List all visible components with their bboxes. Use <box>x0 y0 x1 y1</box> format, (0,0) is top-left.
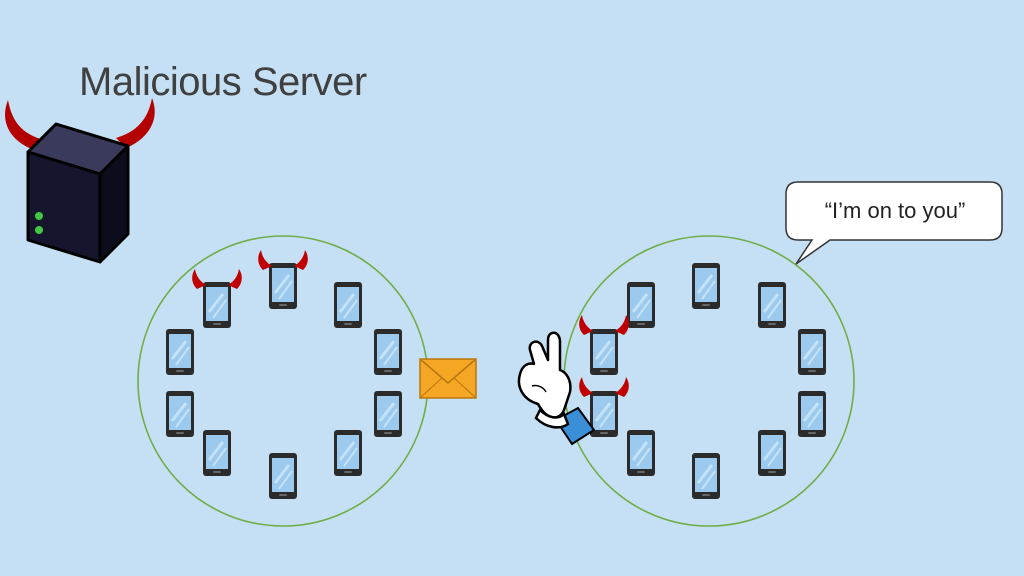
smartphone-icon <box>374 391 402 437</box>
smartphone-icon <box>758 430 786 476</box>
smartphone-icon <box>374 329 402 375</box>
smartphone-icon <box>692 453 720 499</box>
smartphone-icon <box>166 391 194 437</box>
envelope-icon <box>419 358 477 399</box>
smartphone-icon <box>334 282 362 328</box>
smartphone-icon <box>203 282 231 328</box>
smartphone-icon <box>627 430 655 476</box>
smartphone-icon <box>269 263 297 309</box>
smartphone-icon <box>692 263 720 309</box>
smartphone-icon <box>627 282 655 328</box>
server-led <box>35 212 43 220</box>
smartphone-icon <box>166 329 194 375</box>
smartphone-icon <box>334 430 362 476</box>
pointing-hand-icon <box>517 331 596 446</box>
smartphone-icon <box>269 453 297 499</box>
speech-bubble <box>785 181 1003 265</box>
server-led <box>35 226 43 234</box>
smartphone-icon <box>758 282 786 328</box>
smartphone-icon <box>798 391 826 437</box>
smartphone-icon <box>798 329 826 375</box>
smartphone-icon <box>203 430 231 476</box>
smartphone-icon <box>590 329 618 375</box>
malicious-server-icon <box>5 98 155 264</box>
slide-title: Malicious Server <box>79 60 367 104</box>
